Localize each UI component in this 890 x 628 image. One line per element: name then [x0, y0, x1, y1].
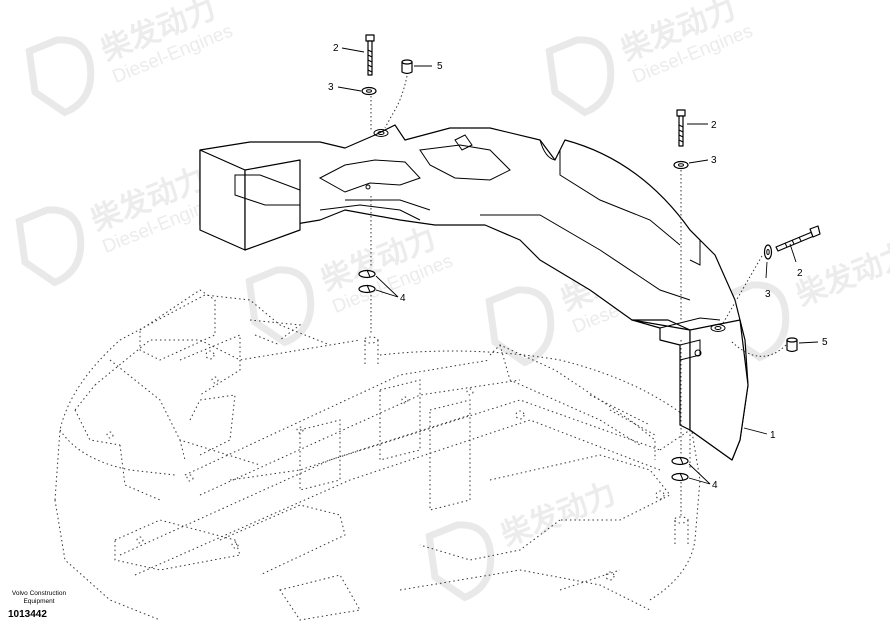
- leader-lines: [337, 47, 819, 485]
- plug-left: [401, 59, 413, 75]
- bolt-right-top: [676, 109, 686, 147]
- callout-1: 1: [770, 430, 776, 441]
- watermark-3: 柴发动力 Diesel-Engines: [15, 161, 226, 287]
- washer-right-top: [673, 160, 689, 170]
- callout-5: 5: [437, 61, 443, 72]
- callout-2: 2: [333, 43, 339, 54]
- bolt-hole: [373, 129, 389, 137]
- bolt-right-side: [775, 225, 821, 252]
- watermark-2: 柴发动力 Diesel-Engines: [545, 0, 756, 117]
- washer-left: [361, 86, 377, 96]
- watermark-logo-icon: [720, 281, 790, 362]
- callout-5: 5: [822, 337, 828, 348]
- watermark-layer: 柴发动力 Diesel-Engines 柴发动力 Diesel-Engines …: [15, 0, 890, 602]
- watermark-logo-icon: [425, 521, 495, 602]
- watermark-cn: 柴发动力: [791, 236, 890, 313]
- counterweight-top-face: [199, 124, 749, 461]
- watermark-logo-icon: [15, 206, 85, 287]
- assembly-lines: [370, 75, 787, 516]
- bolt-left: [365, 34, 375, 76]
- publisher-line-1: Volvo Construction: [11, 590, 67, 597]
- plug-right: [786, 337, 798, 353]
- hardware: [358, 34, 821, 482]
- callouts: 2 3 5 2 3 2 3 5 4 4 1: [328, 43, 828, 491]
- upper-frame-phantom: [54, 289, 701, 621]
- washer-right-side: [763, 244, 773, 260]
- shims-left: [358, 269, 376, 294]
- drawing-number: 1013442: [8, 609, 47, 620]
- watermark-logo-icon: [485, 286, 555, 367]
- watermark-logo-icon: [245, 266, 315, 347]
- watermark-7: 柴发动力: [425, 476, 621, 602]
- callout-3: 3: [328, 82, 334, 93]
- watermark-cn: 柴发动力: [496, 476, 620, 553]
- bolt-hole: [710, 324, 726, 332]
- callout-2: 2: [711, 120, 717, 131]
- publisher-label: Volvo Construction Equipment: [0, 590, 78, 606]
- watermark-logo-icon: [25, 36, 95, 117]
- callout-4: 4: [712, 480, 718, 491]
- counterweight: [199, 124, 749, 461]
- callout-3: 3: [711, 155, 717, 166]
- watermark-1: 柴发动力 Diesel-Engines: [25, 0, 236, 117]
- callout-3: 3: [765, 289, 771, 300]
- shims-right: [671, 456, 689, 482]
- callout-4: 4: [400, 293, 406, 304]
- watermark-logo-icon: [545, 36, 615, 117]
- publisher-line-2: Equipment: [23, 598, 55, 605]
- callout-2: 2: [797, 268, 803, 279]
